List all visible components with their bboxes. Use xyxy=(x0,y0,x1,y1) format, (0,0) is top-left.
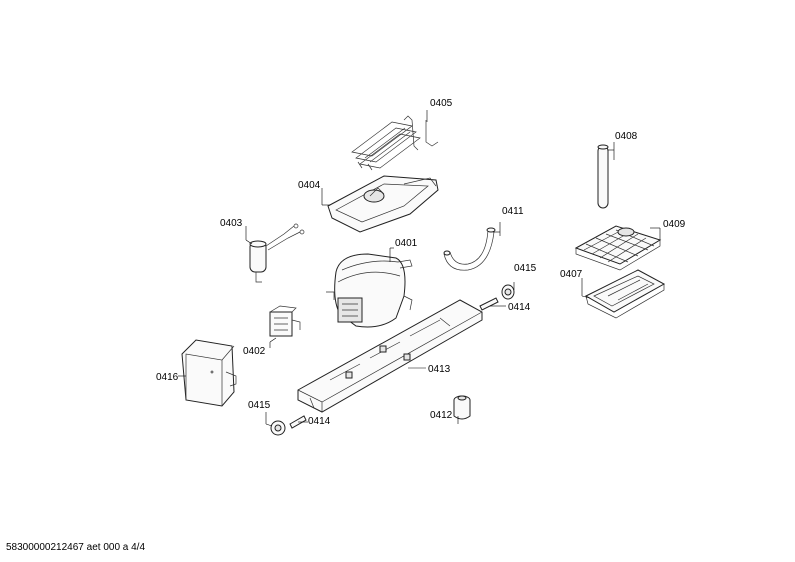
base-plate-part[interactable] xyxy=(297,299,483,413)
label-0408: 0408 xyxy=(615,131,638,142)
drain-tube-part[interactable] xyxy=(597,144,609,209)
label-0413: 0413 xyxy=(428,364,451,375)
pin-top-part[interactable] xyxy=(479,297,499,311)
label-0415-top: 0415 xyxy=(514,263,537,274)
curved-hose-part[interactable] xyxy=(443,227,496,271)
label-0405: 0405 xyxy=(430,98,453,109)
label-0401: 0401 xyxy=(395,238,418,249)
grille-filter-part[interactable] xyxy=(574,225,662,271)
rubber-foot-part[interactable] xyxy=(453,395,471,420)
label-0407: 0407 xyxy=(560,269,583,280)
label-0414-top: 0414 xyxy=(508,302,531,313)
terminal-block-part[interactable] xyxy=(269,305,301,337)
document-footer: 58300000212467 aet 000 a 4/4 xyxy=(6,542,146,553)
label-0416: 0416 xyxy=(156,372,179,383)
label-0411: 0411 xyxy=(502,206,524,217)
evaporation-tray-part[interactable] xyxy=(327,175,439,233)
grommet-top-part[interactable] xyxy=(501,284,515,300)
compressor-part[interactable] xyxy=(326,253,413,328)
drip-tray-part[interactable] xyxy=(584,269,666,319)
label-0403: 0403 xyxy=(220,218,243,229)
electrical-cover-part[interactable] xyxy=(181,339,237,407)
label-0404: 0404 xyxy=(298,180,321,191)
label-0409: 0409 xyxy=(663,219,686,230)
relay-capacitor-part[interactable] xyxy=(249,223,305,283)
grommet-bottom-part[interactable] xyxy=(270,420,286,436)
label-0415-bottom: 0415 xyxy=(248,400,271,411)
condenser-coil-part[interactable] xyxy=(351,115,439,171)
label-0402: 0402 xyxy=(243,346,266,357)
label-0412: 0412 xyxy=(430,410,453,421)
label-0414-bottom: 0414 xyxy=(308,416,331,427)
